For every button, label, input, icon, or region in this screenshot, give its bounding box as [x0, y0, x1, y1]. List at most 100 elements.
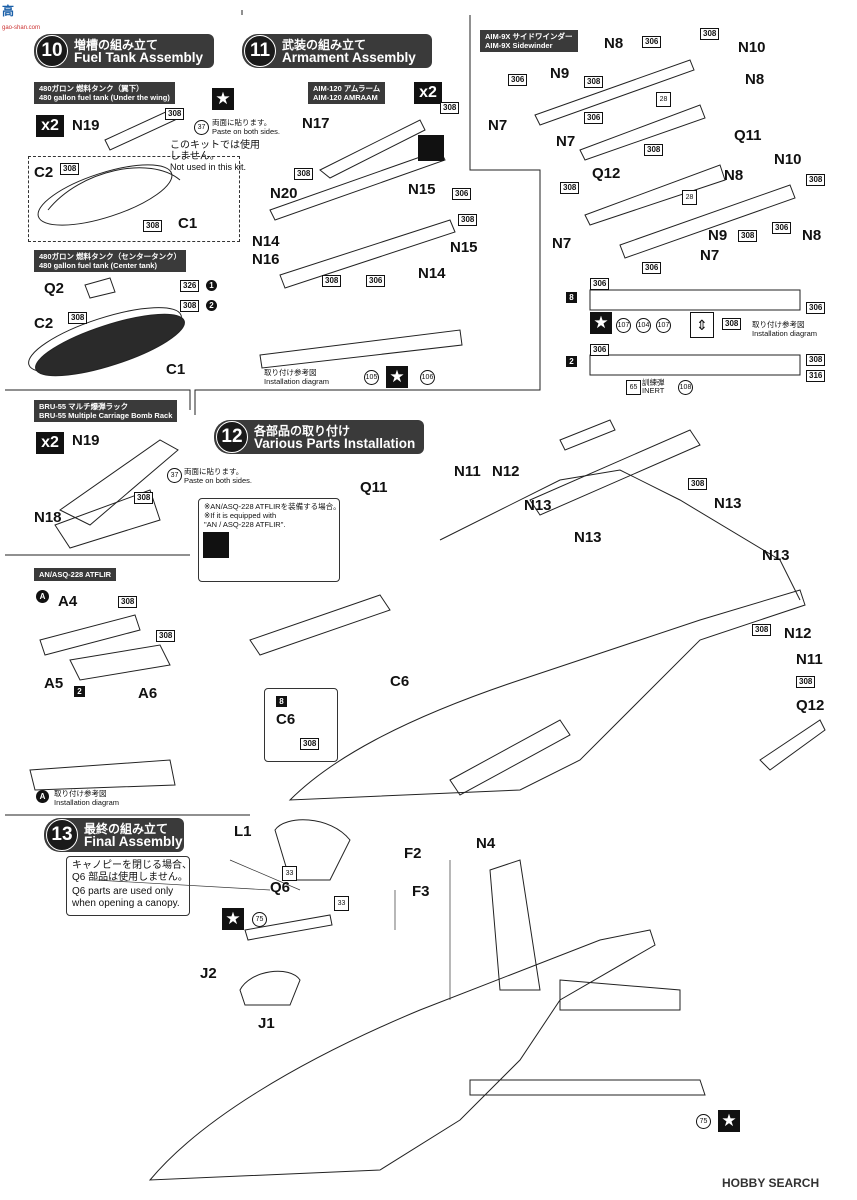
not-used-en: Not used in this kit.: [170, 162, 247, 172]
atflir-tab: AN/ASQ-228 ATFLIR: [34, 568, 117, 581]
watermark-logo: 高: [2, 2, 14, 19]
color-306: 306: [584, 112, 604, 124]
sidewinder-title-en: AIM-9X Sidewinder: [485, 41, 553, 50]
bru55-tab: BRU-55 マルチ爆弾ラック BRU-55 Multiple Carriage…: [34, 400, 178, 422]
center-tank-title-jp: 480ガロン 燃料タンク（センタータンク）: [39, 252, 182, 261]
color-308: 308: [118, 596, 138, 608]
part-n9b: N9: [708, 227, 728, 244]
decal-107: 107: [616, 318, 631, 333]
part-n17: N17: [302, 115, 330, 132]
bru55-title-jp: BRU-55 マルチ爆弾ラック: [39, 402, 129, 411]
decal-33b: 33: [334, 896, 349, 911]
color-308: 308: [700, 28, 720, 40]
part-c6b: C6: [276, 711, 296, 728]
canopy-note-jp-2: Q6 部品は使用しません。: [72, 872, 188, 883]
color-308: 308: [180, 300, 200, 312]
decal-106: 106: [420, 370, 435, 385]
part-n7c: N7: [552, 235, 572, 252]
color-8: 8: [566, 292, 577, 303]
marking-2: 2: [206, 300, 217, 311]
part-n7b: N7: [556, 133, 576, 150]
part-q12: Q12: [796, 697, 825, 714]
part-n19: N19: [72, 117, 100, 134]
color-306: 306: [806, 302, 826, 314]
color-306: 306: [772, 222, 792, 234]
atflir-note-jp: ※AN/ASQ-228 ATFLIRを装備する場合。: [204, 502, 341, 511]
section-10-title-jp: 増槽の組み立て: [74, 38, 159, 52]
wing-tank-tab: 480ガロン 燃料タンク（翼下） 480 gallon fuel tank (U…: [34, 82, 175, 104]
part-n4: N4: [476, 835, 496, 852]
diagram-note-jp: 取り付け参考図: [752, 320, 805, 329]
part-n19: N19: [72, 432, 100, 449]
color-308: 308: [738, 230, 758, 242]
section-10-header: 10 増槽の組み立て Fuel Tank Assembly: [34, 34, 214, 68]
color-308: 308: [584, 76, 604, 88]
part-a5: A5: [44, 675, 64, 692]
color-306: 306: [642, 36, 662, 48]
part-n12: N12: [492, 463, 520, 480]
color-308: 308: [796, 676, 816, 688]
center-tank-title-en: 480 gallon fuel tank (Center tank): [39, 261, 157, 270]
part-f3: F3: [412, 883, 430, 900]
part-n12b: N12: [784, 625, 812, 642]
part-n16: N16: [252, 251, 280, 268]
part-l1: L1: [234, 823, 252, 840]
decal-28: 28: [656, 92, 671, 107]
diagram-note-en: Installation diagram: [752, 329, 818, 338]
part-j1: J1: [258, 1015, 275, 1032]
color-308: 308: [165, 108, 185, 120]
part-a6: A6: [138, 685, 158, 702]
color-308: 308: [68, 312, 88, 324]
decal-37: 37: [194, 120, 209, 135]
color-2: 2: [566, 356, 577, 367]
color-308: 308: [722, 318, 742, 330]
section-12-number: 12: [216, 421, 248, 453]
color-308: 308: [143, 220, 163, 232]
section-13-number: 13: [46, 819, 78, 851]
color-308: 308: [458, 214, 478, 226]
color-306: 306: [452, 188, 472, 200]
wing-tank-qty: x2: [36, 115, 64, 137]
wing-tank-title-jp: 480ガロン 燃料タンク（翼下）: [39, 84, 144, 93]
part-n20: N20: [270, 185, 298, 202]
part-q11: Q11: [734, 127, 762, 144]
canopy-note-en-1: Q6 parts are used only: [72, 886, 174, 897]
paste-note-jp: 両面に貼ります。: [212, 118, 272, 127]
part-n9: N9: [550, 65, 570, 82]
atflir-note-en-1: ※If it is equipped with: [204, 511, 277, 520]
section-12-title-jp: 各部品の取り付け: [254, 424, 351, 438]
color-308: 308: [752, 624, 772, 636]
section-12-title-en: Various Parts Installation: [254, 436, 416, 451]
part-f2: F2: [404, 845, 422, 862]
section-11-title-jp: 武装の組み立て: [282, 38, 367, 52]
part-n14: N14: [252, 233, 280, 250]
center-tank-tab: 480ガロン 燃料タンク（センタータンク） 480 gallon fuel ta…: [34, 250, 187, 272]
paste-note-en: Paste on both sides.: [184, 476, 252, 485]
diagram-note-jp: 取り付け参考図: [54, 789, 107, 798]
part-n11b: N11: [796, 651, 823, 668]
marking-1: 1: [206, 280, 217, 291]
not-used-box: [28, 156, 240, 242]
color-326: 326: [180, 280, 200, 292]
color-308: 308: [300, 738, 320, 750]
decal-icon: [203, 532, 229, 558]
part-c1: C1: [178, 215, 198, 232]
part-n8: N8: [604, 35, 624, 52]
decal-75b: 75: [696, 1114, 711, 1129]
part-n14b: N14: [418, 265, 446, 282]
color-308: 308: [644, 144, 664, 156]
bru55-title-en: BRU-55 Multiple Carriage Bomb Rack: [39, 411, 173, 420]
star-icon: ★: [718, 1110, 740, 1132]
decal-37: 37: [167, 468, 182, 483]
part-c1: C1: [166, 361, 186, 378]
section-13-title-en: Final Assembly: [84, 834, 183, 849]
star-icon: ★: [590, 312, 612, 334]
diagram-note-en: Installation diagram: [54, 798, 120, 807]
part-n13d: N13: [762, 547, 790, 564]
part-n13: N13: [524, 497, 552, 514]
color-308: 308: [294, 168, 314, 180]
decal-33: 33: [282, 866, 297, 881]
amraam-tab: AIM-120 アムラーム AIM-120 AMRAAM: [308, 82, 386, 104]
part-n13b: N13: [574, 529, 602, 546]
